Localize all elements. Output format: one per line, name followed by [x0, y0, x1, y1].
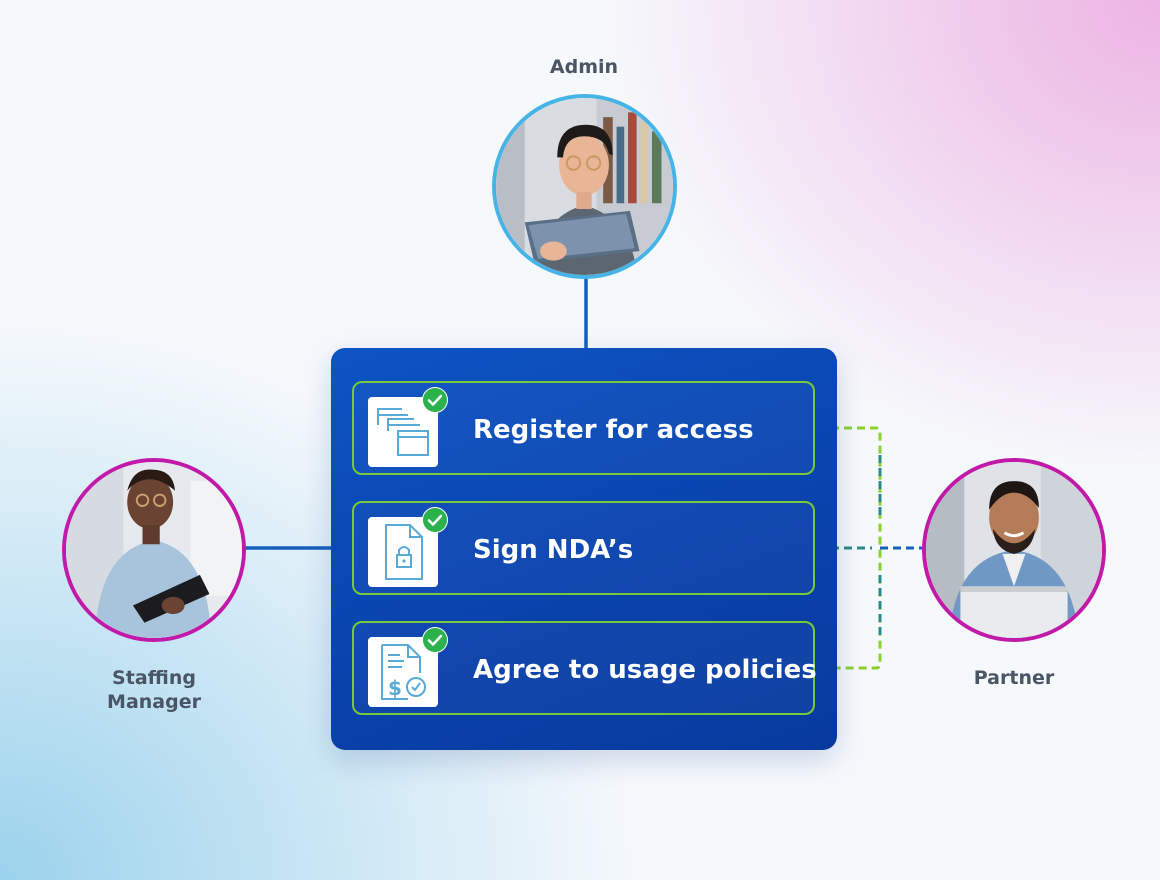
- task-complete-check-icon: [422, 507, 448, 533]
- task-register: Register for access: [352, 381, 815, 475]
- partner-photo: [926, 462, 1102, 638]
- staffing-manager-avatar: [62, 458, 246, 642]
- onboarding-panel: Register for access Sign NDA’s: [331, 348, 837, 750]
- partner-label: Partner: [973, 667, 1055, 689]
- task-complete-check-icon: [422, 387, 448, 413]
- admin-avatar: [492, 94, 677, 279]
- staffing-manager-photo: [66, 462, 242, 638]
- task-sign-nda-label: Sign NDA’s: [473, 535, 634, 565]
- task-complete-check-icon: [422, 627, 448, 653]
- task-register-label: Register for access: [473, 415, 754, 445]
- staffing-manager-label-line2: Manager: [107, 691, 201, 713]
- task-usage-policies: $ Agree to usage policies: [352, 621, 817, 715]
- stacked-windows-icon: [368, 387, 448, 467]
- partner-avatar: [922, 458, 1106, 642]
- task-usage-policies-label: Agree to usage policies: [473, 655, 817, 685]
- svg-text:$: $: [388, 676, 402, 700]
- admin-photo: [496, 98, 673, 275]
- staffing-manager-label-line1: Staffing: [112, 667, 196, 689]
- partner-dashed-connectors: [818, 426, 924, 670]
- locked-document-icon: [368, 507, 448, 587]
- staffing-manager-label: Staffing Manager: [74, 666, 234, 714]
- dollar-policy-document-icon: $: [368, 627, 448, 707]
- admin-label: Admin: [549, 56, 619, 78]
- task-sign-nda: Sign NDA’s: [352, 501, 815, 595]
